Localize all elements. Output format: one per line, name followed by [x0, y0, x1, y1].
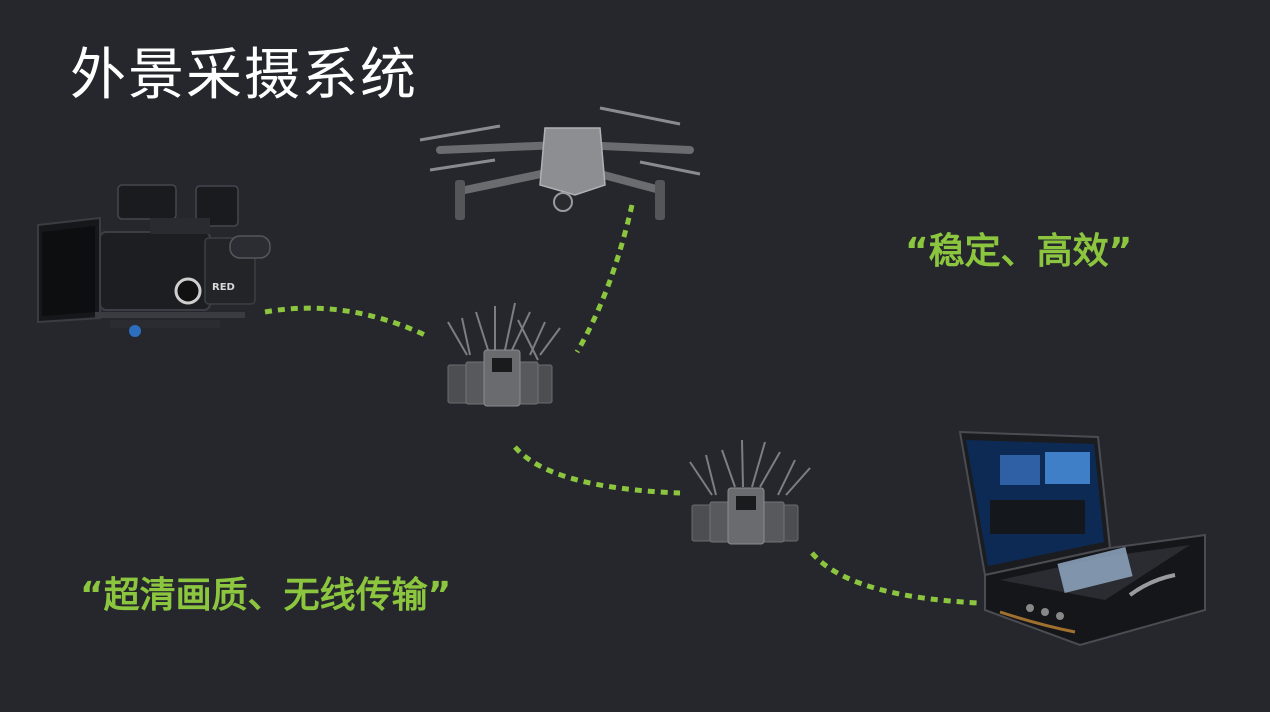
cinema-camera-image: RED [38, 185, 270, 337]
link-drone-to-transmitter [577, 205, 632, 352]
link-receiver-to-switcher [812, 553, 980, 603]
drone-image [420, 108, 700, 220]
wireless-transmitter-image-1 [448, 303, 560, 406]
link-transmitter-to-receiver [515, 447, 680, 493]
connection-lines [265, 205, 980, 603]
link-camera-to-transmitter [265, 308, 425, 335]
portable-switcher-image [960, 432, 1205, 645]
wireless-receiver-image-2 [690, 440, 810, 544]
camera-brand-label: RED [212, 282, 235, 293]
